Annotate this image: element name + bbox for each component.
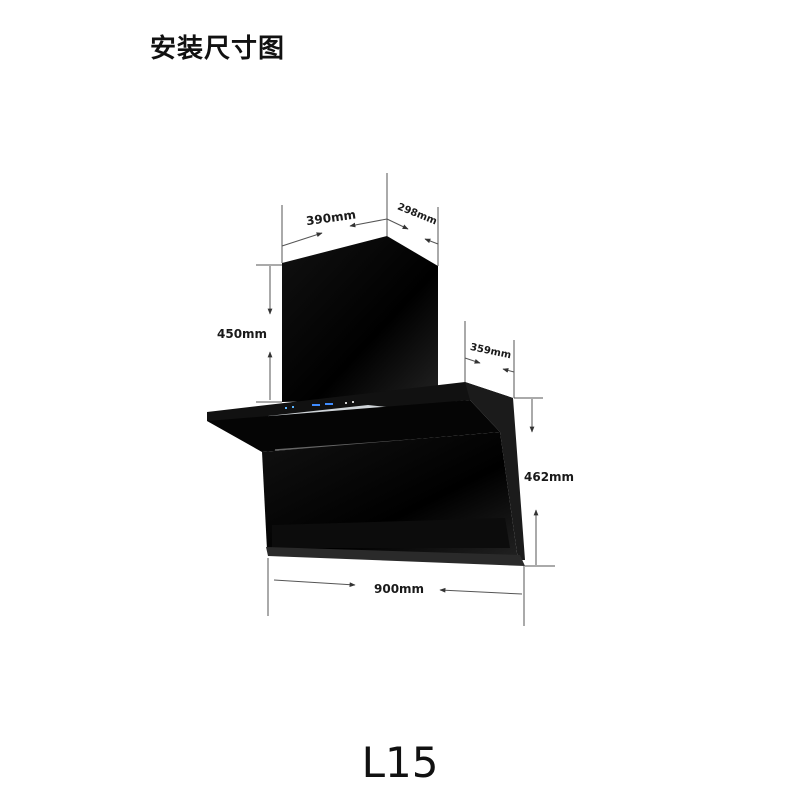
hood-side-panel [465, 382, 525, 560]
hood-height-label: 462mm [524, 470, 574, 484]
chimney-height-label: 450mm [217, 327, 267, 341]
hood-top-plate [207, 382, 513, 421]
chimney-width-label: 390mm [305, 207, 357, 228]
range-hood-image [207, 236, 525, 566]
chimney [282, 236, 438, 402]
model-name: L15 [361, 738, 439, 787]
hood-width-label: 900mm [374, 582, 424, 596]
chimney-depth-label: 298mm [396, 202, 439, 228]
upper-glass-panel [207, 400, 500, 452]
bottom-oil-tray [266, 547, 525, 566]
dimension-lines [256, 173, 555, 626]
page-title: 安装尺寸图 [150, 34, 286, 64]
hood-depth-label: 359mm [469, 342, 512, 361]
